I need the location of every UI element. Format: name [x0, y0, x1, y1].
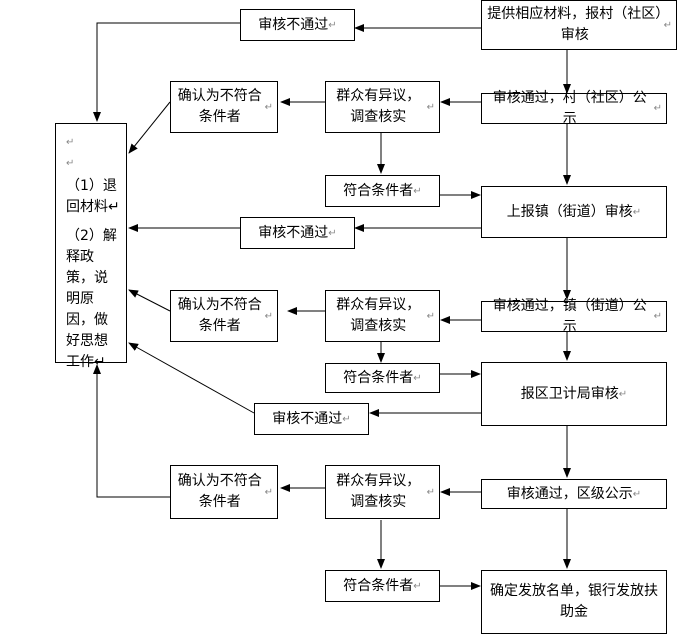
pass-village-text: 审核通过，村（社区）公示 [492, 89, 647, 127]
town-review-box: 上报镇（街道）审核↵ [481, 186, 667, 238]
nonqual3-text: 确认为不符合条件者 [177, 473, 262, 510]
start-box: 提供相应材料，报村（社区）审核↵ [481, 0, 677, 50]
reject3-box: 审核不通过↵ [254, 403, 369, 435]
qual2-text: 符合条件者 [343, 369, 414, 386]
paragraph-mark: ↵ [632, 206, 642, 218]
objection3-box: 群众有异议，调查核实 ↵ [325, 465, 440, 519]
reject2-text: 审核不通过 [258, 224, 329, 241]
nonqual2-box: 确认为不符合条件者↵ [170, 290, 278, 342]
arrow-nonqual1-to-outcome [128, 101, 171, 154]
pass-town-box: 审核通过，镇（街道）公示 ↵ [481, 298, 667, 335]
final-box: 确定发放名单，银行发放扶助金 [481, 570, 667, 634]
pass-district-box: 审核通过，区级公示↵ [481, 479, 667, 509]
paragraph-mark: ↵ [653, 311, 662, 322]
paragraph-mark: ↵ [342, 413, 351, 425]
paragraph-mark: ↵ [264, 486, 273, 498]
outcome-line-2: ↵ [66, 158, 75, 169]
arrow-reject1-to-outcome [93, 22, 240, 122]
qual1-box: 符合条件者↵ [325, 175, 440, 207]
paragraph-mark: ↵ [264, 310, 273, 322]
paragraph-mark: ↵ [426, 101, 435, 113]
nonqual3-box: 确认为不符合条件者↵ [170, 465, 278, 519]
qual3-text: 符合条件者 [343, 577, 414, 594]
paragraph-mark: ↵ [426, 486, 435, 498]
qual2-box: 符合条件者↵ [325, 363, 440, 393]
objection1-text: 群众有异议，调查核实 [336, 88, 421, 125]
objection1-box: 群众有异议，调查核实 ↵ [325, 81, 440, 133]
reject3-text: 审核不通过 [272, 410, 343, 427]
objection3-text: 群众有异议，调查核实 [336, 473, 421, 510]
paragraph-mark: ↵ [328, 19, 337, 31]
arrow-nonqual3-to-outcome [93, 364, 170, 498]
arrow-reject3-to-outcome [128, 342, 255, 414]
outcome-line-4: （2）解释政策，说明原因，做好思想工作↵ [66, 228, 117, 370]
objection2-box: 群众有异议，调查核实 ↵ [325, 290, 440, 342]
paragraph-mark: ↵ [413, 580, 422, 592]
paragraph-mark: ↵ [653, 103, 662, 114]
nonqual1-text: 确认为不符合条件者 [177, 88, 262, 125]
paragraph-mark: ↵ [413, 372, 422, 384]
paragraph-mark: ↵ [632, 488, 642, 500]
nonqual2-text: 确认为不符合条件者 [177, 297, 262, 334]
reject2-box: 审核不通过↵ [240, 217, 355, 249]
reject1-box: 审核不通过↵ [240, 9, 355, 41]
reject1-text: 审核不通过 [258, 16, 329, 33]
qual1-text: 符合条件者 [343, 182, 414, 199]
arrow-nonqual2-to-outcome [128, 289, 171, 312]
town-review-text: 上报镇（街道）审核 [506, 203, 633, 220]
nonqual1-box: 确认为不符合条件者↵ [170, 81, 278, 133]
district-review-text: 报区卫计局审核 [520, 385, 619, 402]
pass-town-text: 审核通过，镇（街道）公示 [492, 297, 647, 335]
pass-district-text: 审核通过，区级公示 [506, 485, 633, 502]
paragraph-mark: ↵ [328, 227, 337, 239]
qual3-box: 符合条件者↵ [325, 570, 440, 602]
pass-village-box: 审核通过，村（社区）公示 ↵ [481, 90, 667, 127]
district-review-box: 报区卫计局审核↵ [481, 362, 667, 426]
objection2-text: 群众有异议，调查核实 [336, 297, 421, 334]
outcome-box: ↵ ↵ （1）退回材料↵ （2）解释政策，说明原因，做好思想工作↵ [55, 123, 127, 370]
final-text: 确定发放名单，银行发放扶助金 [490, 583, 658, 620]
paragraph-mark: ↵ [663, 19, 672, 31]
paragraph-mark: ↵ [264, 101, 273, 113]
paragraph-mark: ↵ [426, 310, 435, 322]
outcome-line-1: ↵ [66, 137, 75, 148]
start-text: 提供相应材料，报村（社区）审核 [487, 6, 663, 43]
paragraph-mark: ↵ [618, 388, 628, 400]
outcome-line-3: （1）退回材料↵ [66, 178, 120, 215]
paragraph-mark: ↵ [413, 185, 422, 197]
